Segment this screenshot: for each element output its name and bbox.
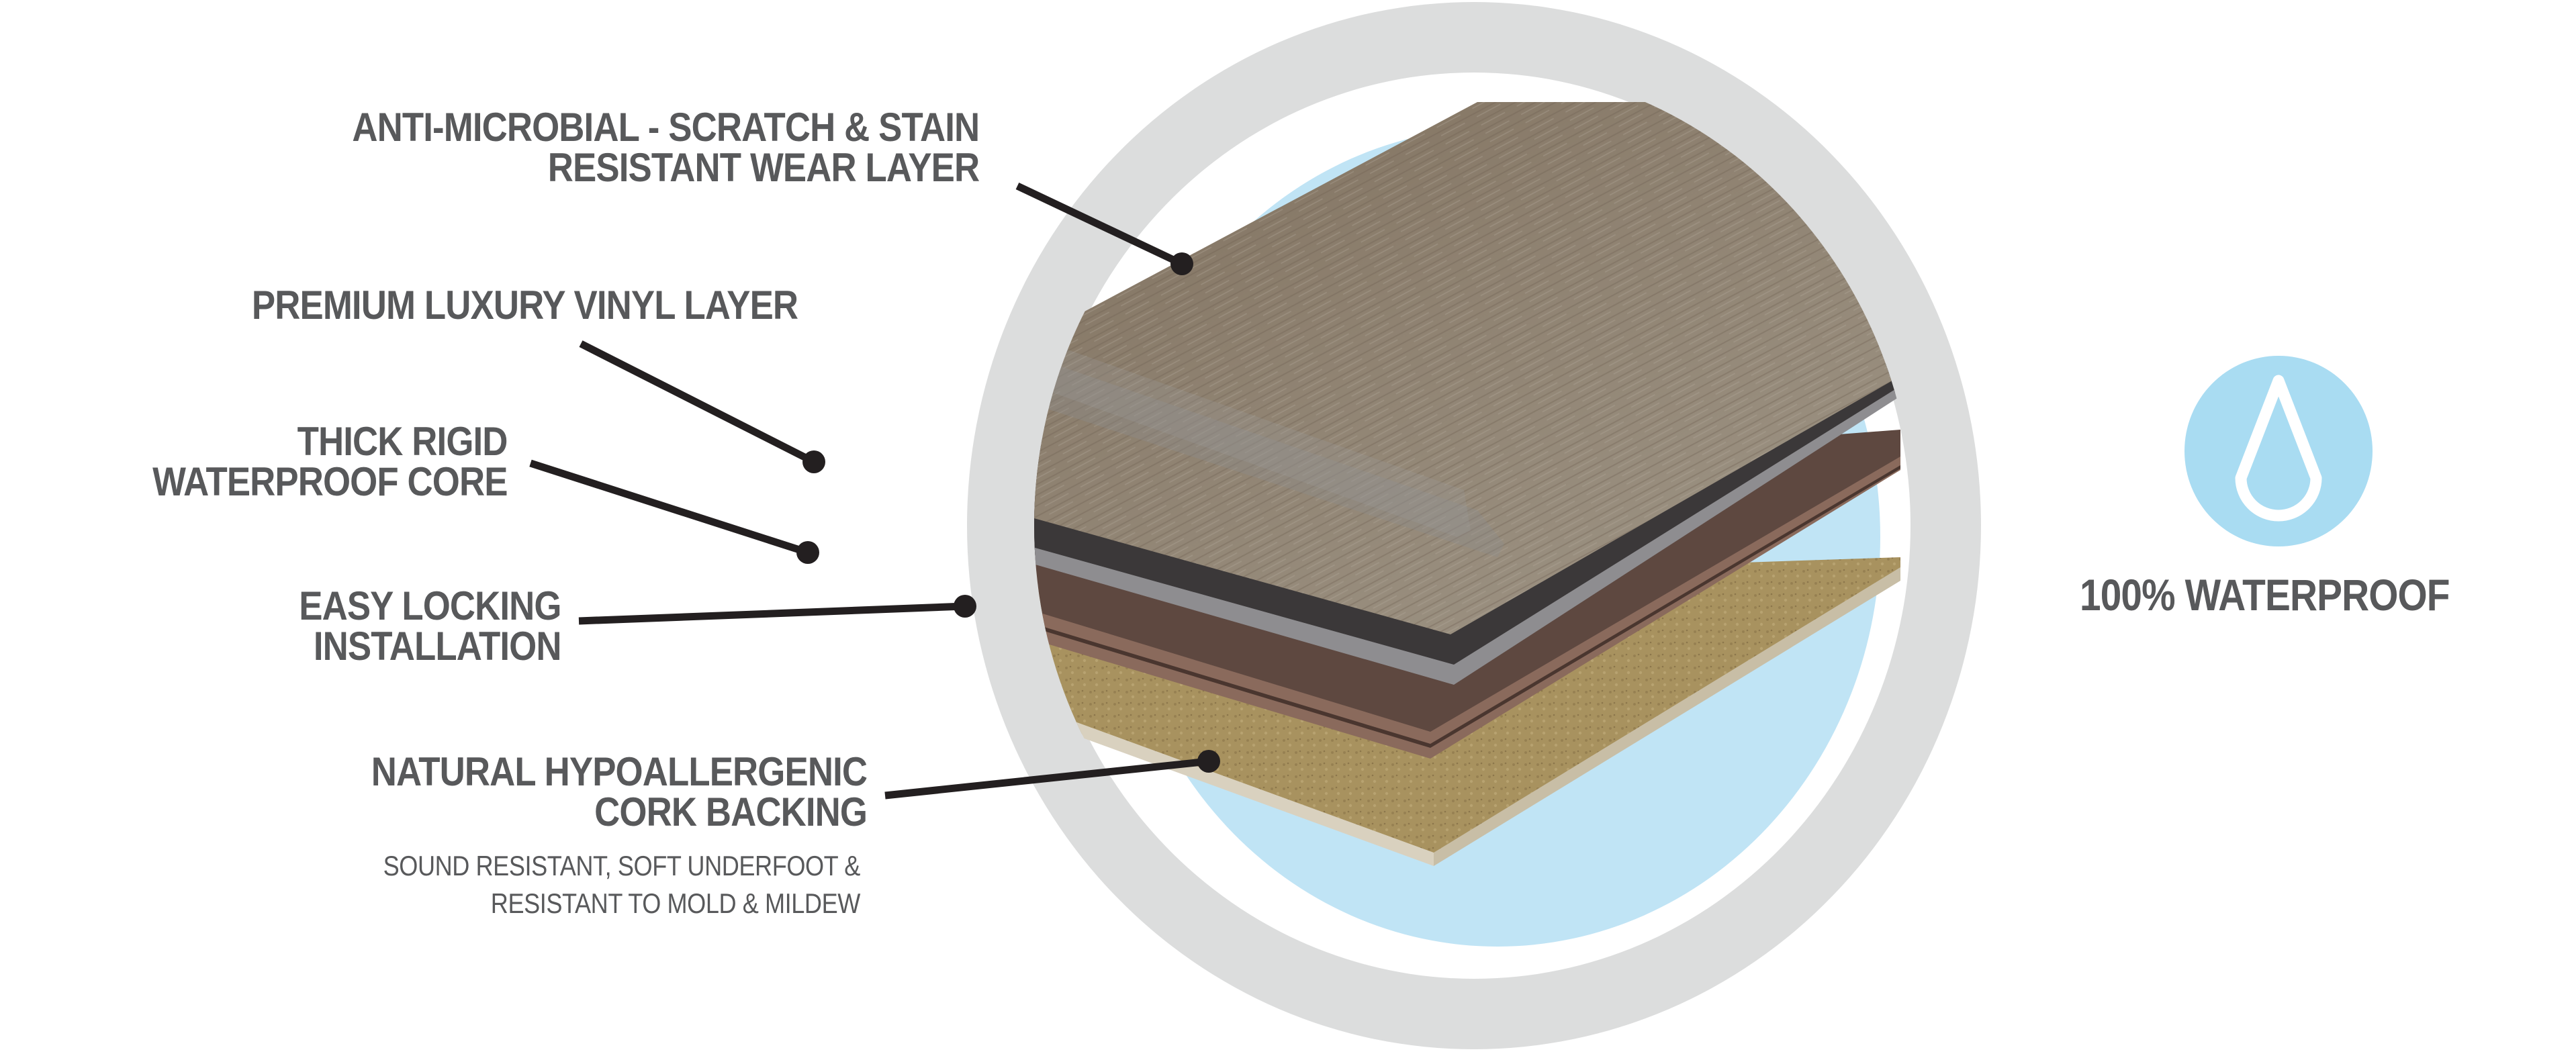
leader-lines [529,183,1220,800]
label-core: THICK RIGID WATERPROOF CORE [153,422,508,502]
label-cork-sub2: RESISTANT TO MOLD & MILDEW [490,887,861,919]
label-wear-layer: ANTI-MICROBIAL - SCRATCH & STAIN RESISTA… [352,105,980,190]
label-cork-description: SOUND RESISTANT, SOFT UNDERFOOT & RESIST… [383,847,861,922]
label-locking: EASY LOCKING INSTALLATION [299,583,562,669]
badge-circle [2184,356,2373,546]
label-vinyl-layer: PREMIUM LUXURY VINYL LAYER [252,285,798,326]
label-cork: NATURAL HYPOALLERGENIC CORK BACKING [371,749,868,834]
waterproof-label: 100% WATERPROOF [2080,570,2450,620]
label-wear-layer-line1: ANTI-MICROBIAL - SCRATCH & STAIN [352,105,980,150]
clear-film [1034,316,1504,557]
label-cork-line1: NATURAL HYPOALLERGENIC [371,749,868,794]
waterproof-badge [2184,356,2373,546]
label-core-line2: WATERPROOF CORE [152,459,508,504]
label-locking-line2: INSTALLATION [314,624,562,669]
label-cork-line2: CORK BACKING [594,789,868,834]
label-vinyl-layer-line1: PREMIUM LUXURY VINYL LAYER [251,283,798,328]
water-drop-icon [2235,375,2322,522]
label-wear-layer-line2: RESISTANT WEAR LAYER [547,145,980,190]
label-locking-line1: EASY LOCKING [299,583,562,628]
label-cork-sub1: SOUND RESISTANT, SOFT UNDERFOOT & [383,850,861,881]
label-core-line1: THICK RIGID [297,419,508,464]
